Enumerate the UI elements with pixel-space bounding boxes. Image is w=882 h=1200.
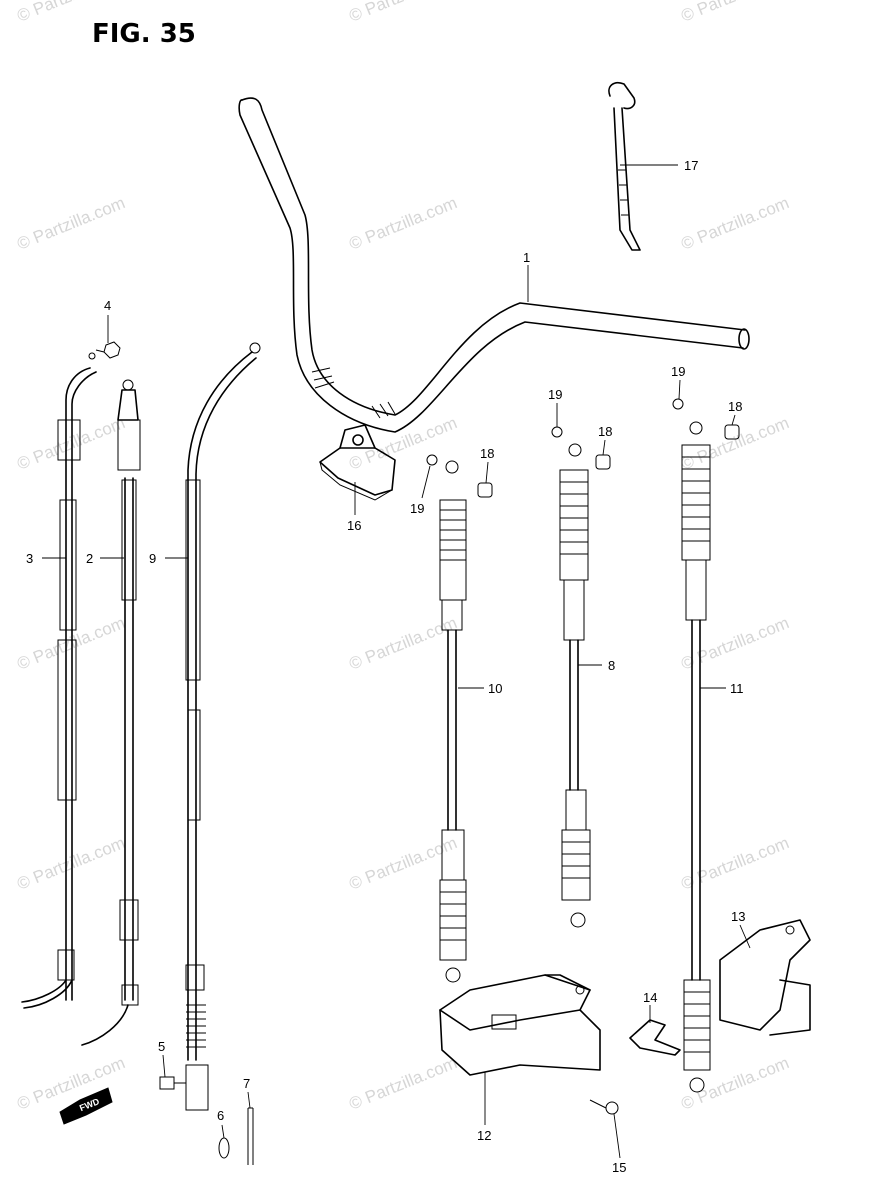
watermark-text: © Partzilla.com: [346, 0, 459, 26]
fasteners: [95, 341, 740, 1165]
callout-16: 16: [347, 518, 361, 533]
handlebar: [238, 97, 750, 433]
fwd-arrow-icon: FWD: [59, 1087, 113, 1125]
callout-10: 10: [488, 681, 502, 696]
watermark-text: © Partzilla.com: [14, 833, 127, 894]
callout-8: 8: [608, 658, 615, 673]
watermark-text: © Partzilla.com: [678, 833, 791, 894]
watermark-text: © Partzilla.com: [14, 193, 127, 254]
callout-1: 1: [523, 250, 530, 265]
callout-19a: 19: [410, 501, 424, 516]
bracket-13: [719, 919, 811, 1036]
watermark-text: © Partzilla.com: [346, 1053, 459, 1114]
watermark-text: © Partzilla.com: [678, 1053, 791, 1114]
cable-guide-bolt: [608, 81, 641, 251]
watermark-text: © Partzilla.com: [678, 613, 791, 674]
callout-18a: 18: [480, 446, 494, 461]
callout-4: 4: [104, 298, 111, 313]
callout-9: 9: [149, 551, 156, 566]
throttle-cable-3: [21, 352, 97, 1009]
watermark-text: © Partzilla.com: [678, 193, 791, 254]
callout-19b: 19: [548, 387, 562, 402]
callout-15: 15: [612, 1160, 626, 1175]
callout-5: 5: [158, 1039, 165, 1054]
speedometer-cable-10: [439, 460, 467, 983]
callout-18b: 18: [598, 424, 612, 439]
cable-guide-bracket-12: [439, 974, 601, 1076]
watermark-text: © Partzilla.com: [14, 613, 127, 674]
callout-14: 14: [643, 990, 657, 1005]
watermark-text: © Partzilla.com: [346, 193, 459, 254]
callout-2: 2: [86, 551, 93, 566]
handlebar-clamp-bracket: [319, 424, 396, 501]
callout-19c: 19: [671, 364, 685, 379]
callout-18c: 18: [728, 399, 742, 414]
figure-title: FIG. 35: [92, 19, 196, 49]
callout-3: 3: [26, 551, 33, 566]
watermark-text: © Partzilla.com: [14, 1053, 127, 1114]
watermark-text: © Partzilla.com: [678, 0, 791, 26]
callout-13: 13: [731, 909, 745, 924]
clip-14: [629, 1019, 681, 1056]
watermark-text: © Partzilla.com: [346, 833, 459, 894]
front-brake-cable-11: [681, 421, 711, 1093]
callout-12: 12: [477, 1128, 491, 1143]
watermark-text: © Partzilla.com: [346, 413, 459, 474]
watermark-text: © Partzilla.com: [346, 613, 459, 674]
callout-7: 7: [243, 1076, 250, 1091]
callout-labels: 1 2 3 4 5 6 7 8 9 10 11 12 13 14 15 16 1…: [26, 158, 745, 1175]
watermark-layer: © Partzilla.com © Partzilla.com © Partzill…: [14, 0, 791, 1114]
callout-11: 11: [730, 681, 744, 696]
throttle-cable-2: [81, 379, 141, 1046]
callout-6: 6: [217, 1108, 224, 1123]
tachometer-cable-8: [559, 443, 591, 928]
callout-17: 17: [684, 158, 698, 173]
clutch-cable-9: [185, 342, 261, 1061]
watermark-text: © Partzilla.com: [14, 413, 127, 474]
leader-lines: [42, 164, 751, 1159]
